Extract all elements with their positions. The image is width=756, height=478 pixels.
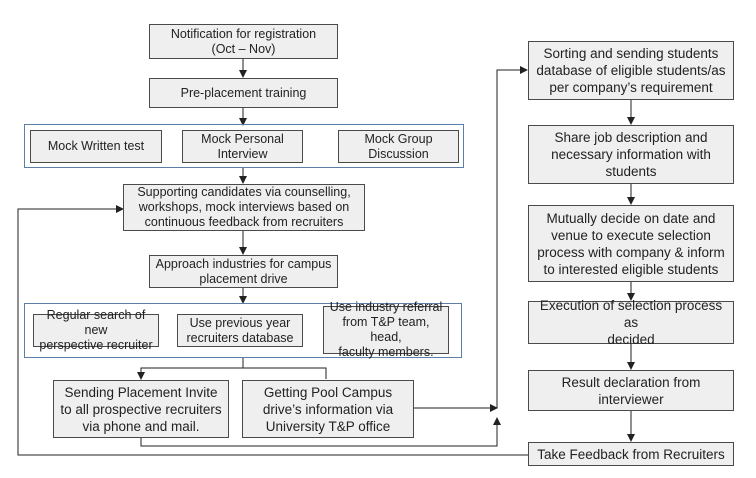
arrow-feedback-loop <box>17 205 528 456</box>
sending-invite-box: Sending Placement Invite to all prospect… <box>53 380 229 438</box>
mutually-decide-box: Mutually decide on date and venue to exe… <box>528 205 734 282</box>
regular-search-box: Regular search of new perspective recrui… <box>33 308 159 352</box>
arrow-invite-to-right <box>140 417 501 447</box>
arrow-split-to-invite <box>137 357 244 380</box>
mock-written-box: Mock Written test <box>30 130 162 163</box>
feedback-box: Take Feedback from Recruiters <box>528 442 734 466</box>
pre-placement-box: Pre-placement training <box>149 78 338 108</box>
industry-referral-box: Use industry referral from T&P team, hea… <box>323 300 449 359</box>
pool-campus-box: Getting Pool Campus drive’s information … <box>242 380 414 438</box>
notification-box: Notification for registration (Oct – Nov… <box>149 24 338 59</box>
previous-year-box: Use previous year recruiters database <box>177 314 303 347</box>
mock-personal-box: Mock Personal Interview <box>182 130 303 163</box>
training-group-frame <box>24 124 464 168</box>
approach-box: Approach industries for campus placement… <box>149 255 338 288</box>
arrow-split-to-pool <box>243 367 327 379</box>
sources-group-frame <box>24 303 462 358</box>
result-box: Result declaration from interviewer <box>528 370 734 411</box>
supporting-box: Supporting candidates via counselling, w… <box>123 184 365 231</box>
share-job-box: Share job description and necessary info… <box>528 125 734 184</box>
mock-group-box: Mock Group Discussion <box>338 130 459 163</box>
execution-box: Execution of selection process as decide… <box>528 298 734 347</box>
sorting-box: Sorting and sending students database of… <box>528 41 734 100</box>
